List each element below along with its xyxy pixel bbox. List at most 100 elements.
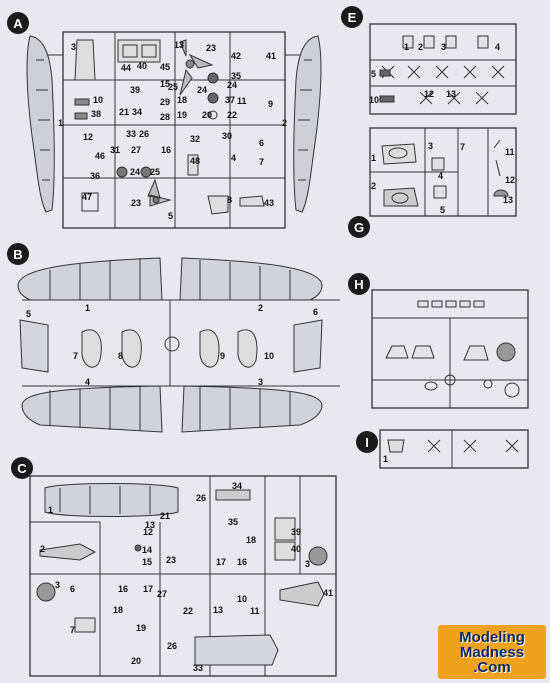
logo-line-3: .Com xyxy=(473,658,511,676)
part-label: 16 xyxy=(118,584,129,594)
part-label: 39 xyxy=(130,85,141,95)
part-label: 5 xyxy=(440,205,446,215)
part-label: 39 xyxy=(291,527,302,537)
part-label: 48 xyxy=(190,156,201,166)
part-label: 12 xyxy=(424,89,435,99)
part-label: 10 xyxy=(264,351,275,361)
part-label: 16 xyxy=(161,145,172,155)
part-label: 8 xyxy=(118,351,124,361)
part-label: 1 xyxy=(58,118,64,128)
part-label: 22 xyxy=(227,110,238,120)
part-label: 1 xyxy=(371,153,377,163)
part-label: 12 xyxy=(143,527,154,537)
part-label: 3 xyxy=(305,559,311,569)
part-label: 33 xyxy=(126,129,137,139)
part-label: 34 xyxy=(132,107,143,117)
part-label: 5 xyxy=(26,309,32,319)
part-label: 6 xyxy=(259,138,265,148)
part-label: 41 xyxy=(266,51,277,61)
part-label: 8 xyxy=(227,195,233,205)
canopy-frame-part xyxy=(44,483,179,517)
wing-upper-right xyxy=(179,257,323,301)
part-label: 18 xyxy=(246,535,257,545)
part-label: 44 xyxy=(121,63,132,73)
part-label: 5 xyxy=(371,69,377,79)
part-label: 2 xyxy=(40,544,46,554)
logo-line-2: Madness xyxy=(459,643,525,661)
part-label: 24 xyxy=(227,80,238,90)
part-label: 13 xyxy=(213,605,224,615)
sprue-b-badge: B xyxy=(7,243,29,265)
sprue-h-badge: H xyxy=(348,273,370,295)
part-label: 7 xyxy=(460,142,466,152)
part-label: 1 xyxy=(404,42,410,52)
part-label: 1 xyxy=(48,505,54,515)
part-label: 1 xyxy=(383,454,389,464)
part-label: 24 xyxy=(130,167,141,177)
part-label: 32 xyxy=(190,134,201,144)
part-label: 36 xyxy=(90,171,101,181)
sprue-a-frame xyxy=(38,31,300,229)
part-label: 18 xyxy=(113,605,124,615)
part-label: 20 xyxy=(131,656,142,666)
part-label: 45 xyxy=(160,62,171,72)
part-label: 4 xyxy=(438,171,444,181)
part-label: 27 xyxy=(157,589,168,599)
part-label: 3 xyxy=(258,377,264,387)
part-label: 3 xyxy=(55,580,61,590)
part-label: 40 xyxy=(291,544,302,554)
part-label: 10 xyxy=(237,594,248,604)
part-label: 20 xyxy=(202,110,213,120)
sprue-c-badge: C xyxy=(11,457,33,479)
part-label: 19 xyxy=(136,623,147,633)
part-label: 11 xyxy=(237,96,247,106)
sprue-e-frame xyxy=(369,23,517,115)
part-label: 7 xyxy=(259,157,265,167)
part-label: 26 xyxy=(139,129,150,139)
sprue-e-badge: E xyxy=(341,6,363,28)
part-label: 26 xyxy=(196,493,207,503)
sprue-g-frame xyxy=(369,127,517,217)
part-label: 22 xyxy=(183,606,194,616)
part-label: 13 xyxy=(174,40,185,50)
part-label: 13 xyxy=(145,520,156,530)
part-label: 3 xyxy=(441,42,447,52)
part-label: 17 xyxy=(216,557,227,567)
part-label: 14 xyxy=(142,545,153,555)
fuselage-right-part xyxy=(293,35,322,213)
part-label: 43 xyxy=(264,198,275,208)
part-label: 35 xyxy=(231,71,242,81)
part-label: 21 xyxy=(160,511,171,521)
part-label: 12 xyxy=(505,175,516,185)
part-label: 11 xyxy=(250,606,260,616)
part-label: 23 xyxy=(206,43,217,53)
part-label: 46 xyxy=(95,151,106,161)
part-label: 10 xyxy=(369,95,380,105)
fuselage-left-part xyxy=(26,35,55,213)
part-label: 1 xyxy=(85,303,91,313)
sprue-i-badge: I xyxy=(356,431,378,453)
part-label: 21 xyxy=(119,107,130,117)
part-label: 47 xyxy=(82,192,93,202)
part-label: 4 xyxy=(495,42,501,52)
part-label: 30 xyxy=(222,131,233,141)
part-label: 16 xyxy=(237,557,248,567)
part-label: 19 xyxy=(177,110,188,120)
part-label: 25 xyxy=(168,82,179,92)
part-label: 6 xyxy=(70,584,76,594)
part-label: 2 xyxy=(418,42,424,52)
part-label: 28 xyxy=(160,112,171,122)
part-label: 17 xyxy=(143,584,154,594)
part-label: 9 xyxy=(220,351,226,361)
part-label: 35 xyxy=(228,517,239,527)
part-label: 2 xyxy=(282,118,288,128)
part-label: 38 xyxy=(91,109,102,119)
part-label: 2 xyxy=(371,181,377,191)
part-label: 41 xyxy=(323,588,334,598)
part-label: 25 xyxy=(150,167,161,177)
part-label: 34 xyxy=(232,481,243,491)
part-label: 13 xyxy=(446,89,457,99)
part-label: 23 xyxy=(131,198,142,208)
